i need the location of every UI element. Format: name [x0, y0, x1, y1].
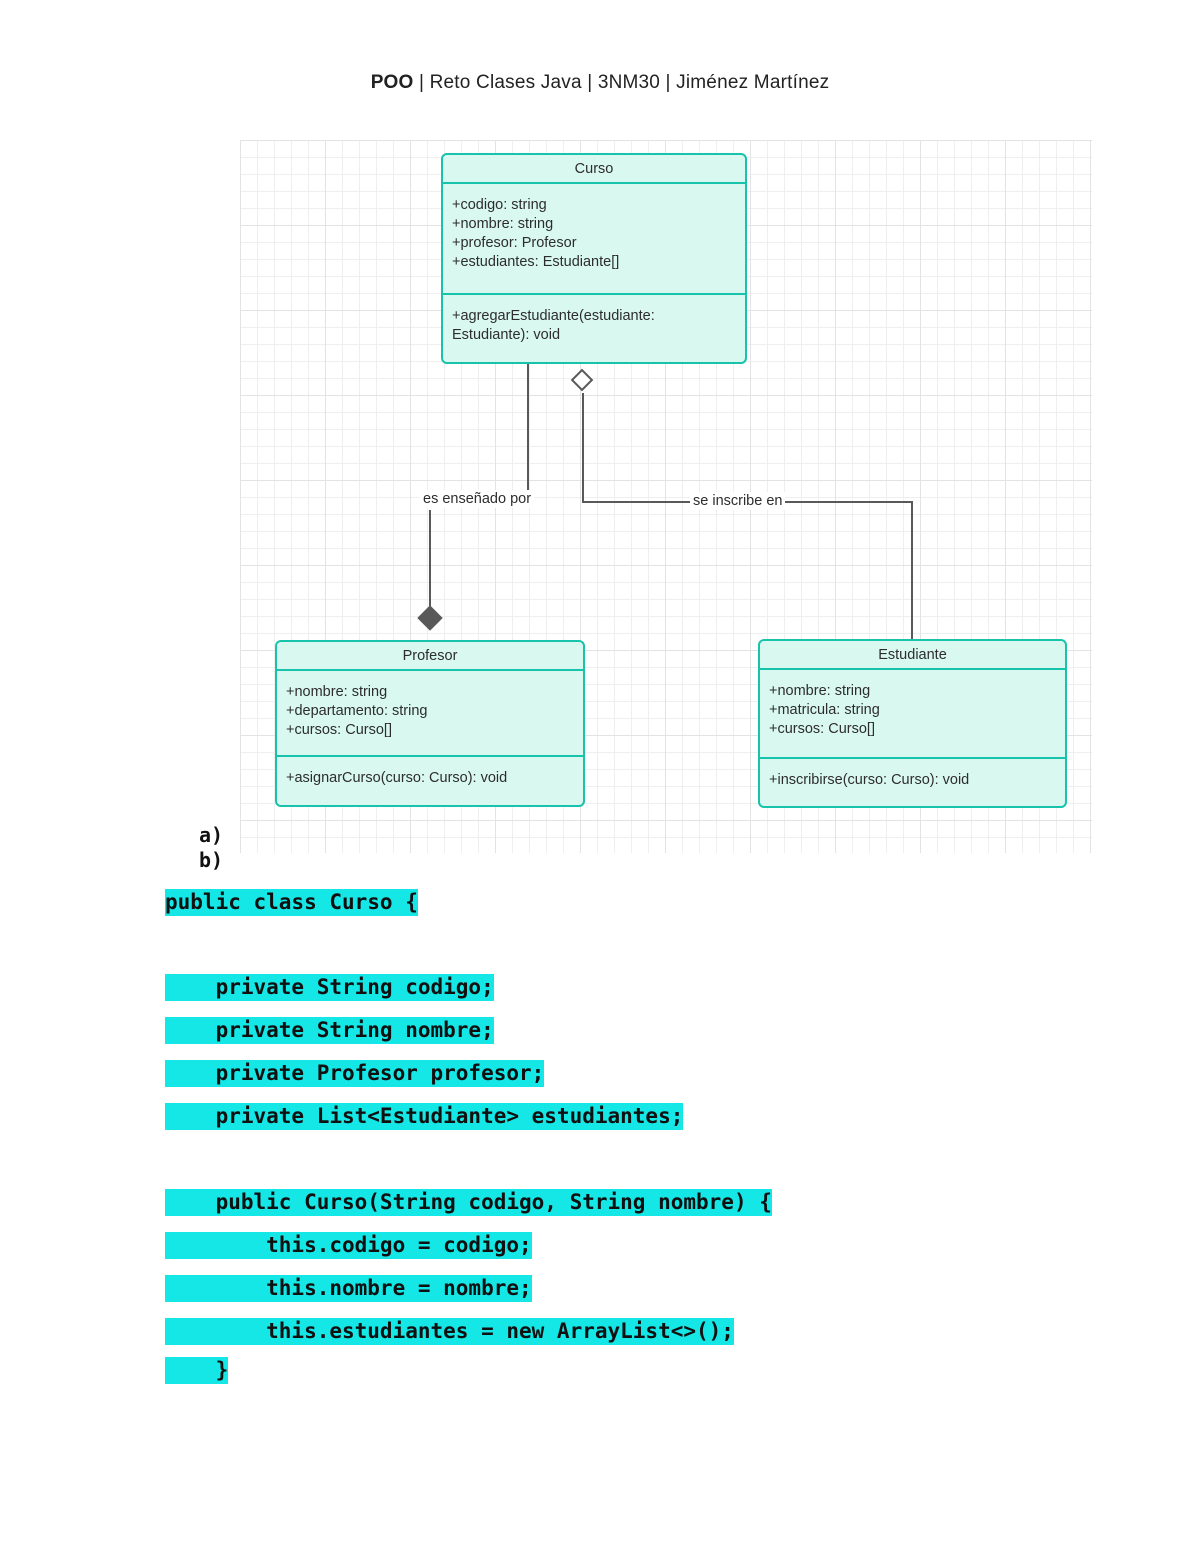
page-header: POO | Reto Clases Java | 3NM30 | Jiménez… — [0, 72, 1200, 94]
class-attributes: +codigo: string +nombre: string +profeso… — [443, 184, 745, 295]
uml-class-profesor: Profesor +nombre: string +departamento: … — [275, 640, 585, 807]
relation-label-se-inscribe-en: se inscribe en — [690, 492, 786, 510]
connector-curso-profesor-lower — [429, 510, 431, 610]
attribute: +matricula: string — [769, 702, 880, 718]
list-marker-a: a) — [199, 823, 224, 847]
class-attributes: +nombre: string +matricula: string +curs… — [760, 670, 1065, 759]
code-line: this.codigo = codigo; — [165, 1232, 532, 1259]
class-methods: +asignarCurso(curso: Curso): void — [277, 757, 583, 800]
attribute: +nombre: string — [452, 216, 554, 232]
code-line: this.estudiantes = new ArrayList<>(); — [165, 1318, 734, 1345]
class-title: Estudiante — [760, 641, 1065, 670]
class-title: Curso — [443, 155, 745, 184]
connector-curso-profesor-upper — [527, 364, 529, 492]
method: +inscribirse(curso: Curso): void — [769, 772, 970, 788]
attribute: +cursos: Curso[] — [769, 721, 875, 737]
uml-class-estudiante: Estudiante +nombre: string +matricula: s… — [758, 639, 1067, 808]
header-title-rest: | Reto Clases Java | 3NM30 | Jiménez Mar… — [413, 72, 830, 93]
attribute: +estudiantes: Estudiante[] — [452, 254, 620, 270]
code-line: public class Curso { — [165, 889, 418, 916]
attribute: +profesor: Profesor — [452, 235, 577, 251]
header-course-tag: POO — [370, 72, 414, 93]
code-line: } — [165, 1357, 229, 1384]
method: +asignarCurso(curso: Curso): void — [286, 770, 508, 786]
code-line: private Profesor profesor; — [165, 1060, 545, 1087]
code-line: private String codigo; — [165, 974, 494, 1001]
attribute: +cursos: Curso[] — [286, 722, 392, 738]
attribute: +departamento: string — [286, 703, 428, 719]
code-line: private List<Estudiante> estudiantes; — [165, 1103, 684, 1130]
code-line: this.nombre = nombre; — [165, 1275, 532, 1302]
relation-label-es-ensenado-por: es enseñado por — [420, 490, 535, 508]
list-marker-b: b) — [199, 848, 224, 872]
attribute: +nombre: string — [286, 684, 388, 700]
class-title: Profesor — [277, 642, 583, 671]
attribute: +nombre: string — [769, 683, 871, 699]
uml-class-curso: Curso +codigo: string +nombre: string +p… — [441, 153, 747, 364]
connector-curso-estudiante-vertical-bottom — [911, 501, 913, 639]
code-line: public Curso(String codigo, String nombr… — [165, 1189, 772, 1216]
class-methods: +agregarEstudiante(estudiante: Estudiant… — [443, 295, 745, 357]
method: +agregarEstudiante(estudiante: Estudiant… — [452, 308, 655, 343]
class-methods: +inscribirse(curso: Curso): void — [760, 759, 1065, 802]
code-line: private String nombre; — [165, 1017, 494, 1044]
attribute: +codigo: string — [452, 197, 547, 213]
connector-curso-estudiante-vertical-top — [582, 393, 584, 502]
class-attributes: +nombre: string +departamento: string +c… — [277, 671, 583, 757]
